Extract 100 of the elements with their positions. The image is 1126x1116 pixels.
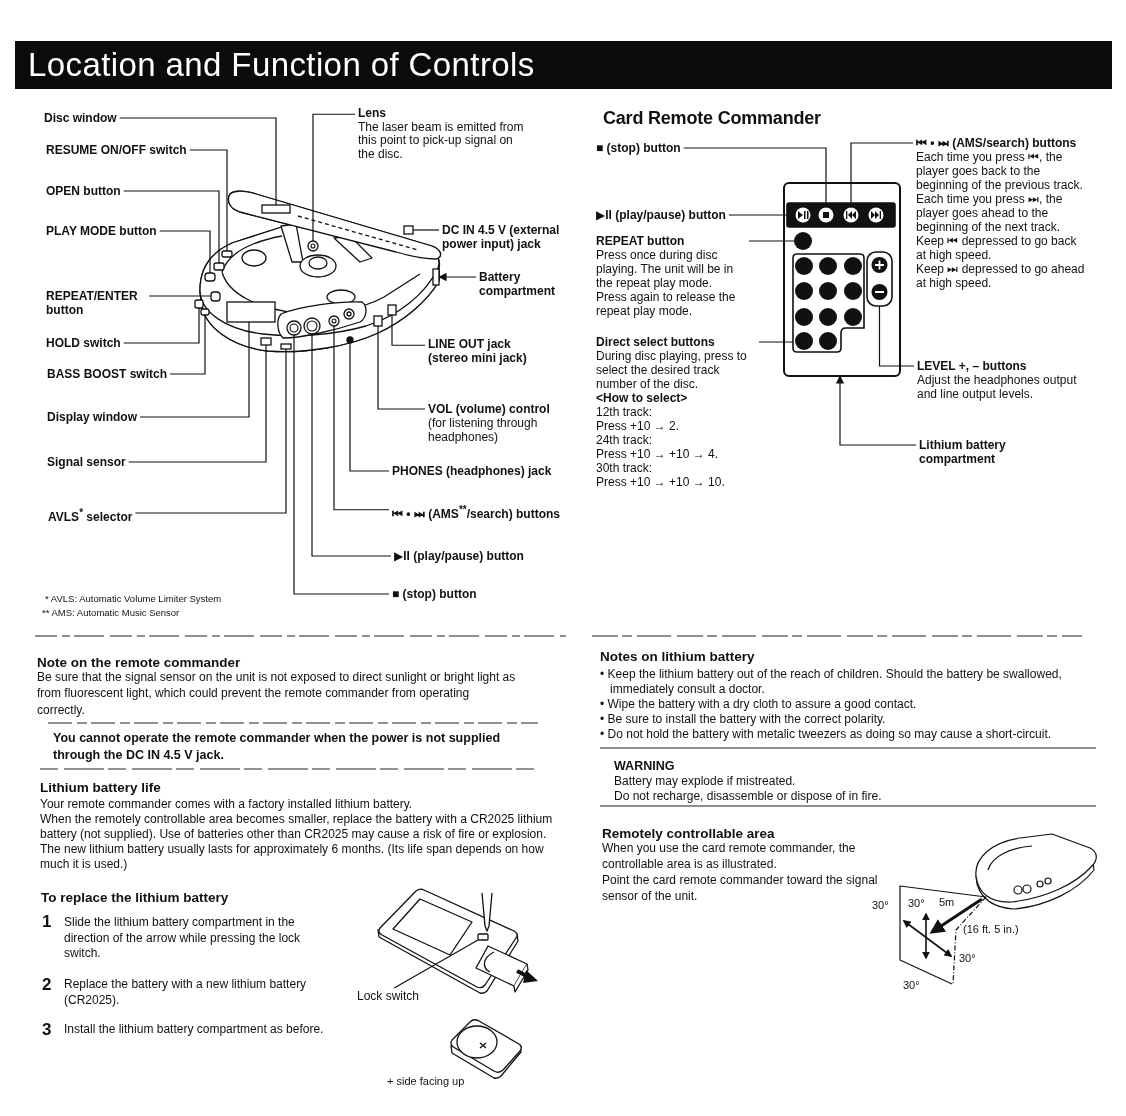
callout-description: During disc playing, press to select the desired track number of the disc. bbox=[596, 349, 748, 391]
leader-line bbox=[293, 334, 390, 595]
section-heading: Lithium battery life bbox=[40, 780, 161, 796]
paragraph: Your remote commander comes with a factory installed lithium battery. bbox=[40, 796, 413, 812]
callout-label: LINE OUT jack (stereo mini jack) bbox=[428, 338, 548, 366]
leader-line bbox=[333, 325, 390, 511]
headphone-jack bbox=[346, 336, 354, 344]
bullet-item: • Do not hold the battery with metalic tweezers as doing so may cause a short-circuit. bbox=[600, 726, 1052, 742]
leader-line bbox=[758, 341, 794, 343]
open-button bbox=[213, 262, 225, 271]
step-number: 2 bbox=[42, 976, 52, 994]
callout-label: REPEAT button bbox=[596, 234, 685, 248]
callout-label: HOLD switch bbox=[46, 336, 121, 350]
callout-label: AVLS$^{*}$ selector bbox=[48, 506, 133, 524]
bullet-item: • Keep the lithium battery out of the reach of children. Should the battery be swallowed, immediately consult a doctor. bbox=[600, 666, 1063, 697]
callout-label: RESUME ON/OFF switch bbox=[46, 143, 187, 157]
play-mode-button bbox=[204, 272, 216, 282]
callout-label: BASS BOOST switch bbox=[47, 367, 168, 381]
avls-selector bbox=[280, 343, 292, 350]
leader-line bbox=[169, 314, 206, 375]
callout-description: Each time you press ⏮, the player goes back to the beginning of the previous track. bbox=[916, 150, 1084, 192]
paragraph: Be sure that the signal sensor on the unit is not exposed to direct sunlight or bright light as from fluorescent light, which could prevent the remote commander from operating correctly. bbox=[37, 668, 517, 719]
leader-line bbox=[119, 117, 277, 206]
resume-switch bbox=[221, 250, 233, 258]
leader-line bbox=[412, 229, 440, 231]
leader-line bbox=[148, 295, 212, 297]
leader-line bbox=[391, 314, 426, 346]
section-heading: Notes on lithium battery bbox=[600, 649, 755, 665]
angle-label: 30° bbox=[903, 978, 920, 992]
leader-line bbox=[123, 190, 220, 264]
callout-label: ■ (stop) button bbox=[392, 587, 477, 601]
lock-switch bbox=[477, 933, 489, 941]
callout-label: Display window bbox=[47, 410, 137, 424]
callout-label: Lens bbox=[358, 107, 386, 121]
leader-line bbox=[349, 342, 390, 472]
section-heading: To replace the lithium battery bbox=[41, 890, 229, 906]
ams-button bbox=[328, 315, 340, 327]
distance-label: 5m bbox=[939, 895, 955, 909]
instruction-text: Press +10 → +10 → 4. bbox=[596, 447, 719, 461]
paragraph: When you use the card remote commander, the controllable area is as illustrated. bbox=[602, 841, 857, 873]
leader-arrow bbox=[438, 272, 477, 282]
repeat-button bbox=[794, 232, 812, 250]
signal-sensor bbox=[260, 337, 272, 346]
leader-line bbox=[393, 939, 479, 989]
callout-label: Disc window bbox=[44, 111, 117, 125]
angle-label: 30° bbox=[959, 951, 976, 965]
section-heading: Remotely controllable area bbox=[602, 826, 775, 842]
play-pause-button bbox=[795, 207, 811, 223]
instruction-text: 24th track: bbox=[596, 433, 653, 447]
section-heading: Card Remote Commander bbox=[603, 108, 821, 128]
direct-select-keypad bbox=[792, 253, 865, 353]
bullet-item: • Wipe the battery with a dry cloth to assure a good contact. bbox=[600, 696, 917, 712]
leader-line bbox=[682, 147, 827, 209]
step-text: Install the lithium battery compartment as before. bbox=[64, 1022, 324, 1038]
warning-text: Battery may explode if mistreated. bbox=[614, 773, 796, 789]
callout-description: Keep ⏭ depressed to go ahead at high speed. bbox=[916, 262, 1086, 290]
leader-line bbox=[850, 142, 914, 209]
callout-label: ■ (stop) button bbox=[596, 141, 681, 155]
callout-label: ▶II (play/pause) button bbox=[596, 208, 726, 222]
lens bbox=[307, 240, 319, 252]
ams-button bbox=[843, 207, 859, 223]
instruction-text: 30th track: bbox=[596, 461, 653, 475]
leader-line bbox=[123, 307, 200, 344]
angle-label: 30° bbox=[872, 898, 889, 912]
leader-line bbox=[312, 113, 356, 242]
leader-line bbox=[748, 240, 795, 242]
caption: + side facing up bbox=[387, 1074, 465, 1088]
leader-line bbox=[134, 348, 287, 514]
callout-label: Lock switch bbox=[357, 989, 420, 1003]
leader-line bbox=[878, 305, 915, 367]
callout-label: ▶II (play/pause) button bbox=[394, 549, 524, 563]
callout-description: Press once during disc playing. The unit will be in the repeat play mode. Press again to release the repeat play mode. bbox=[596, 248, 737, 318]
callout-description: The laser beam is emitted from this point to pick-up signal on the disc. bbox=[358, 120, 525, 162]
instruction-text: 12th track: bbox=[596, 405, 653, 419]
distance-label: (16 ft. 5 in.) bbox=[963, 922, 1019, 936]
notice-text: You cannot operate the remote commander when the power is not supplied through the DC IN 4.5 V jack. bbox=[53, 729, 502, 764]
stop-button bbox=[286, 320, 302, 336]
callout-label: Battery compartment bbox=[479, 270, 567, 298]
footnote: ** AMS: Automatic Music Sensor bbox=[42, 607, 180, 619]
callout-description: Adjust the headphones output and line output levels. bbox=[917, 373, 1078, 401]
instruction-text: Press +10 → +10 → 10. bbox=[596, 475, 725, 489]
section-heading: Note on the remote commander bbox=[37, 655, 241, 671]
callout-label: LEVEL +, – buttons bbox=[917, 359, 1027, 373]
step-number: 3 bbox=[42, 1021, 52, 1039]
bass-boost-switch bbox=[200, 308, 210, 316]
step-text: Replace the battery with a new lithium battery (CR2025). bbox=[64, 977, 308, 1009]
leader-line bbox=[128, 344, 267, 463]
callout-label: VOL (volume) control bbox=[428, 402, 550, 416]
battery-compartment bbox=[432, 268, 440, 286]
callout-label: PHONES (headphones) jack bbox=[392, 464, 552, 478]
callout-label: REPEAT/ENTER button bbox=[46, 289, 146, 317]
leader-arrow bbox=[835, 375, 917, 446]
step-text: Slide the lithium battery compartment in the direction of the arrow while pressing the lock switch. bbox=[64, 915, 302, 962]
stop-button bbox=[818, 207, 834, 223]
leader-line bbox=[139, 321, 250, 418]
display-window bbox=[226, 301, 276, 323]
leader-line bbox=[728, 214, 797, 216]
leader-line bbox=[377, 325, 426, 410]
callout-description: (for listening through headphones) bbox=[428, 416, 539, 444]
leader-line bbox=[311, 333, 392, 557]
